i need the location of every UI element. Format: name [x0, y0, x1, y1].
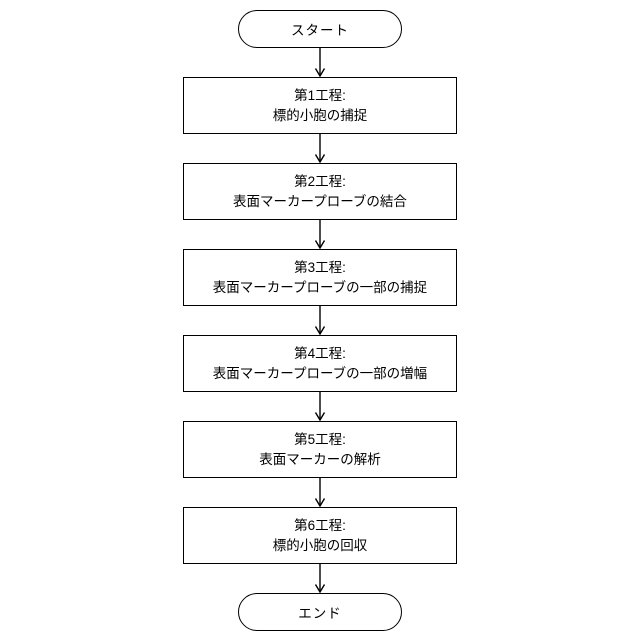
arrow-down-icon [314, 392, 326, 421]
step-title: 第1工程: [294, 87, 346, 103]
end-node: エンド [238, 593, 402, 631]
process-step-5: 第5工程: 表面マーカーの解析 [183, 421, 457, 478]
step-detail: 表面マーカーの解析 [259, 451, 381, 467]
step-title: 第3工程: [294, 259, 346, 275]
process-step-6: 第6工程: 標的小胞の回収 [183, 507, 457, 564]
process-step-4: 第4工程: 表面マーカープローブの一部の増幅 [183, 335, 457, 392]
arrow-down-icon [314, 564, 326, 593]
step-detail: 標的小胞の捕捉 [272, 107, 368, 123]
arrow-down-icon [314, 134, 326, 163]
step-detail: 標的小胞の回収 [272, 537, 368, 553]
step-detail: 表面マーカープローブの一部の増幅 [212, 365, 428, 381]
step-detail: 表面マーカープローブの一部の捕捉 [212, 279, 428, 295]
process-step-3: 第3工程: 表面マーカープローブの一部の捕捉 [183, 249, 457, 306]
end-node-label: エンド [298, 606, 342, 621]
arrow-down-icon [314, 220, 326, 249]
step-title: 第5工程: [294, 431, 346, 447]
step-detail: 表面マーカープローブの結合 [233, 193, 407, 209]
process-step-2: 第2工程: 表面マーカープローブの結合 [183, 163, 457, 220]
step-title: 第2工程: [294, 173, 346, 189]
arrow-down-icon [314, 478, 326, 507]
step-title: 第6工程: [294, 517, 346, 533]
start-node: スタート [238, 10, 402, 48]
arrow-down-icon [314, 306, 326, 335]
arrow-down-icon [314, 48, 326, 77]
step-title: 第4工程: [294, 345, 346, 361]
process-step-1: 第1工程: 標的小胞の捕捉 [183, 77, 457, 134]
start-node-label: スタート [291, 23, 349, 38]
